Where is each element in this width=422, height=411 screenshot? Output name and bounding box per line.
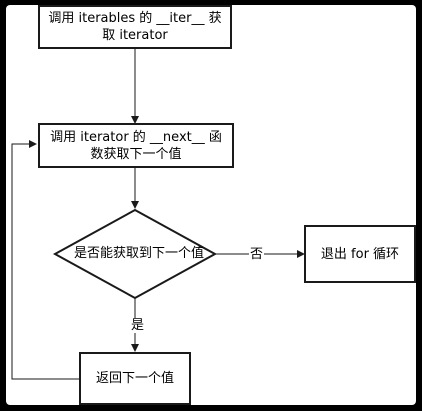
edge-yes-label: 是 bbox=[130, 318, 146, 333]
arrow-loop-back bbox=[11, 140, 79, 380]
edge-no-label: 否 bbox=[249, 247, 265, 262]
decision-text: 是否能获取到下一个值 bbox=[73, 246, 204, 261]
node-return-value-text: 返回下一个值 bbox=[95, 371, 174, 386]
node-exit-loop-text: 退出 for 循环 bbox=[320, 246, 400, 262]
node-return-value: 返回下一个值 bbox=[79, 352, 191, 405]
node-get-next: 调用 iterator 的 __next__ 函数获取下一个值 bbox=[38, 123, 234, 168]
flowchart-canvas: 调用 iterables 的 __iter__ 获取 iterator 调用 i… bbox=[6, 5, 416, 405]
node-get-iter: 调用 iterables 的 __iter__ 获取 iterator bbox=[38, 5, 232, 49]
node-get-next-text: 调用 iterator 的 __next__ 函数获取下一个值 bbox=[50, 129, 222, 162]
flowchart-connectors bbox=[11, 48, 305, 380]
node-exit-loop: 退出 for 循环 bbox=[304, 225, 416, 283]
node-get-iter-text: 调用 iterables 的 __iter__ 获取 iterator bbox=[48, 11, 222, 43]
